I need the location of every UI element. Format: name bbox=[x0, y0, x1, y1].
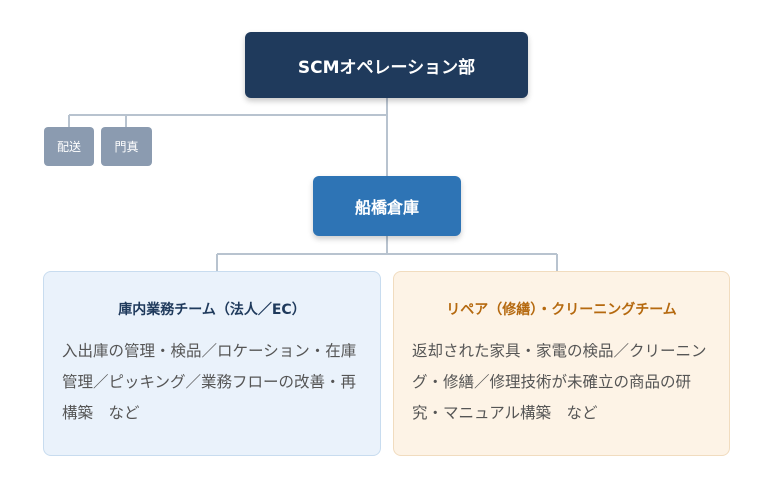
side-unit-delivery: 配送 bbox=[44, 127, 94, 166]
team-card-repair-cleaning: リペア（修繕）・クリーニングチーム 返却された家具・家電の検品／クリーニング・修… bbox=[393, 271, 730, 456]
side-unit-kadoma: 門真 bbox=[101, 127, 152, 166]
team-title: リペア（修繕）・クリーニングチーム bbox=[446, 302, 677, 318]
team-title: 庫内業務チーム（法人／EC） bbox=[118, 302, 306, 318]
department-box: SCMオペレーション部 bbox=[245, 32, 528, 98]
team-description: 返却された家具・家電の検品／クリーニング・修繕／修理技術が未確立の商品の研究・マ… bbox=[412, 342, 707, 422]
team-description: 入出庫の管理・検品／ロケーション・在庫管理／ピッキング／業務フローの改善・再構築… bbox=[62, 342, 357, 422]
warehouse-box: 船橋倉庫 bbox=[313, 176, 461, 236]
team-card-warehouse-ops: 庫内業務チーム（法人／EC） 入出庫の管理・検品／ロケーション・在庫管理／ピッキ… bbox=[43, 271, 381, 456]
